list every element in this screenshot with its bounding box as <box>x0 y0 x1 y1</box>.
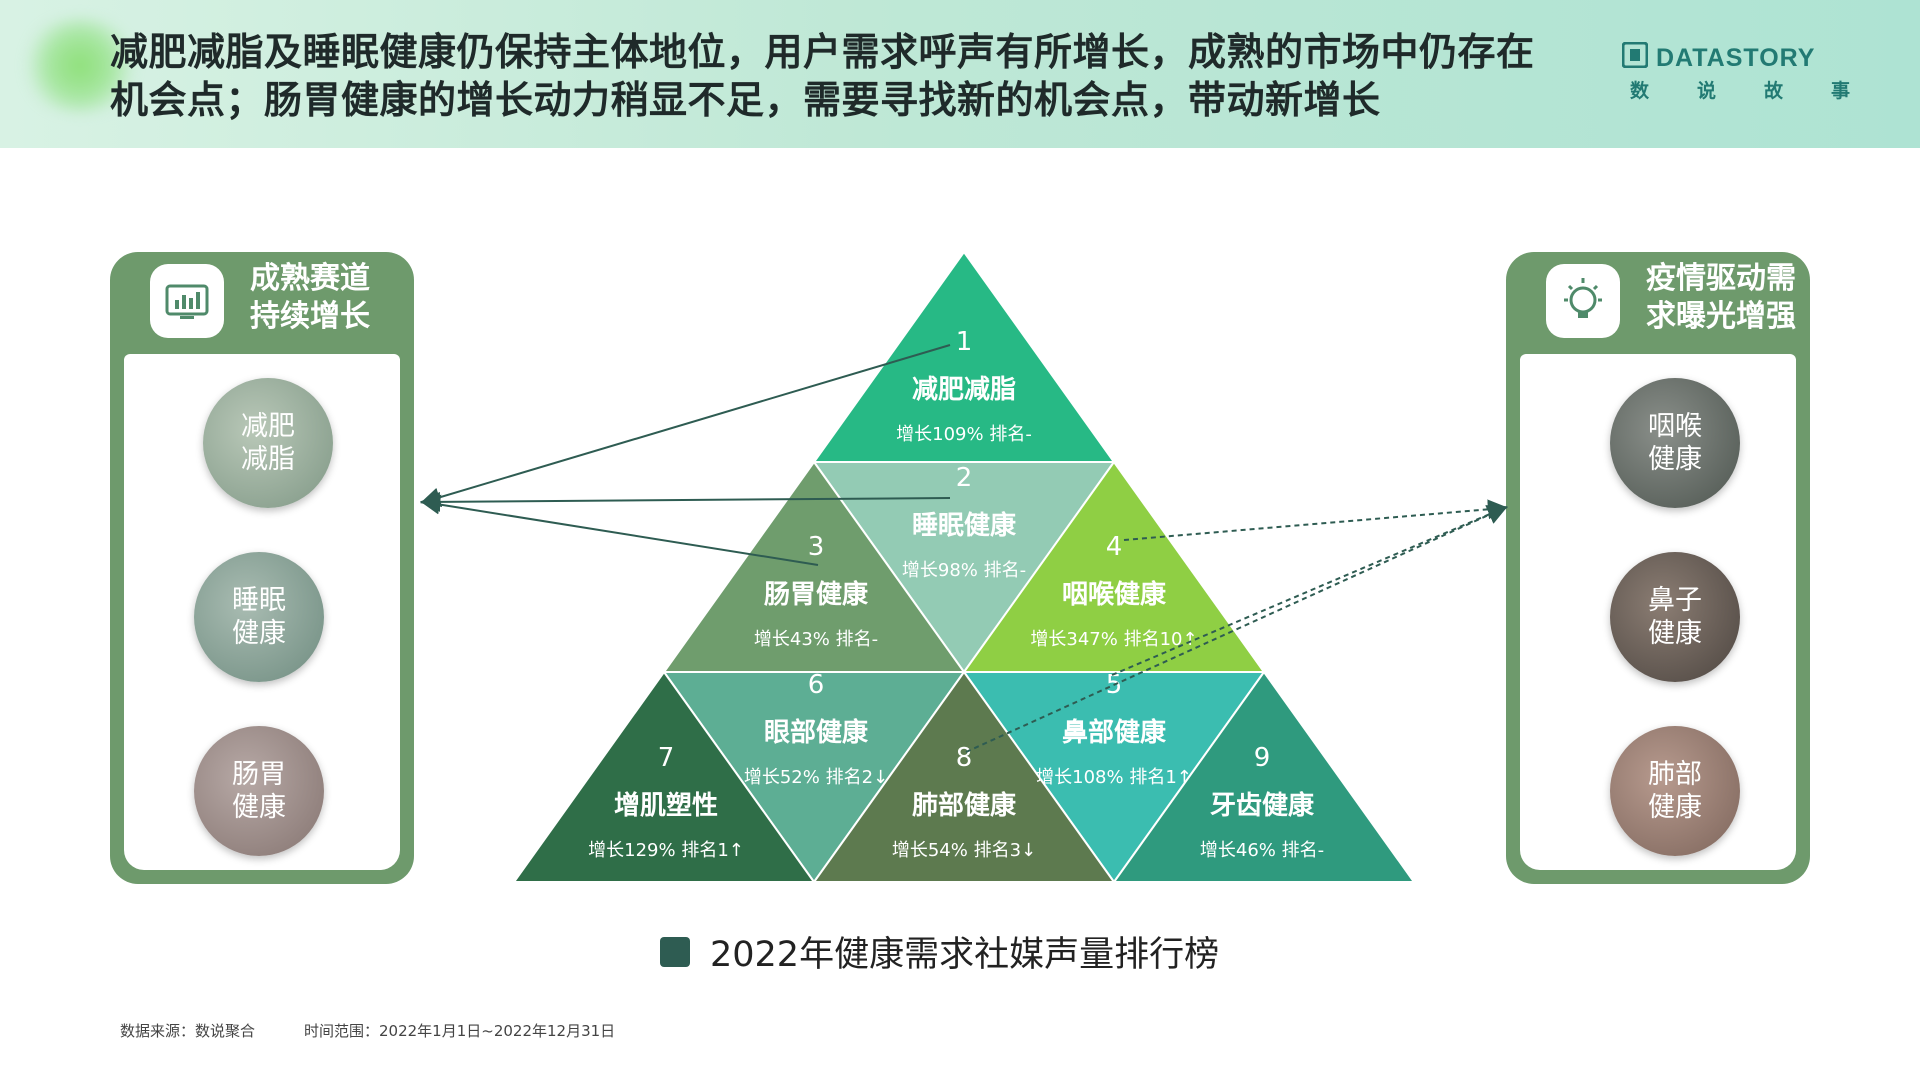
pyramid-name-9: 牙齿健康 <box>1210 790 1315 821</box>
right-panel-title-line1: 疫情驱动需 <box>1646 261 1796 296</box>
lightbulb-icon <box>1546 264 1620 338</box>
pyramid-name-7: 增肌塑性 <box>614 790 718 821</box>
topic-label: 减肥减脂 <box>241 411 295 475</box>
topic-label: 肠胃健康 <box>232 759 286 823</box>
legend-swatch <box>660 936 690 967</box>
page-title: 减肥减脂及睡眠健康仍保持主体地位，用户需求呼声有所增长，成熟的市场中仍存在机会点… <box>110 30 1535 122</box>
left-panel-body: 减肥减脂 睡眠健康 肠胃健康 <box>124 354 400 870</box>
topic-label: 咽喉健康 <box>1648 411 1702 475</box>
pyramid-name-4: 咽喉健康 <box>1062 579 1167 610</box>
pyramid-stat-3: 增长43% 排名- <box>754 629 878 650</box>
topic-circle-throat: 咽喉健康 <box>1610 378 1740 508</box>
pyramid-name-1: 减肥减脂 <box>912 375 1016 405</box>
left-panel-mature-track: 成熟赛道 持续增长 减肥减脂 睡眠健康 肠胃健康 <box>110 252 414 884</box>
pyramid-stat-8: 增长54% 排名3↓ <box>892 840 1036 861</box>
pyramid-segment-8 <box>812 670 1116 883</box>
pyramid-name-3: 肠胃健康 <box>764 579 869 610</box>
pyramid-rank-8: 8 <box>956 743 973 773</box>
topic-circle-gut: 肠胃健康 <box>194 726 324 856</box>
left-panel-title-line1: 成熟赛道 <box>250 261 370 296</box>
logo-subtitle: 数 说 故 事 <box>1630 76 1850 103</box>
right-panel-title: 疫情驱动需 求曝光增强 <box>1646 260 1806 336</box>
pyramid-stat-4: 增长347% 排名10↑ <box>1030 629 1197 650</box>
pyramid-name-5: 鼻部健康 <box>1062 717 1167 748</box>
arrow-weight-loss-to-left <box>420 344 951 508</box>
pyramid-rank-2: 2 <box>956 463 973 493</box>
topic-circle-weight-loss: 减肥减脂 <box>203 378 333 508</box>
header-banner: 减肥减脂及睡眠健康仍保持主体地位，用户需求呼声有所增长，成熟的市场中仍存在机会点… <box>0 0 1920 148</box>
topic-circle-nose: 鼻子健康 <box>1610 552 1740 682</box>
logo-wordmark: DATASTORY <box>1656 44 1816 72</box>
pyramid-rank-1: 1 <box>956 327 973 357</box>
arrow-gut-to-left <box>420 494 819 566</box>
right-panel-body: 咽喉健康 鼻子健康 肺部健康 <box>1520 354 1796 870</box>
header-decoration <box>20 18 140 113</box>
pyramid-name-6: 眼部健康 <box>764 717 869 748</box>
topic-label: 肺部健康 <box>1648 759 1702 823</box>
logo-sub-char: 故 <box>1763 80 1783 102</box>
pyramid-name-2: 睡眠健康 <box>912 510 1017 541</box>
pyramid-stat-2: 增长98% 排名- <box>902 560 1026 581</box>
arrow-sleep-to-left <box>420 491 951 512</box>
right-panel-epidemic-driven: 疫情驱动需 求曝光增强 咽喉健康 鼻子健康 肺部健康 <box>1506 252 1810 884</box>
chart-monitor-icon <box>150 264 224 338</box>
pyramid-name-8: 肺部健康 <box>912 790 1017 821</box>
left-panel-title-line2: 持续增长 <box>250 299 370 334</box>
legend: 2022年健康需求社媒声量排行榜 <box>660 926 1219 977</box>
arrow-throat-to-right <box>1123 499 1508 541</box>
topic-label: 睡眠健康 <box>232 585 286 649</box>
footer-source: 数据来源：数说聚合 <box>120 1022 256 1040</box>
pyramid-rank-3: 3 <box>808 532 825 562</box>
pyramid-stat-5: 增长108% 排名1↑ <box>1036 767 1192 788</box>
arrow-nose-to-right <box>1111 505 1508 676</box>
logo-sub-char: 数 <box>1630 80 1650 102</box>
logo-sub-char: 说 <box>1696 80 1716 102</box>
pyramid-segment-7 <box>512 670 816 883</box>
footer-time-range: 时间范围：2022年1月1日~2022年12月31日 <box>304 1022 616 1040</box>
datastory-logo: DATASTORY 数 说 故 事 <box>1622 38 1852 108</box>
pyramid-rank-7: 7 <box>658 743 675 773</box>
logo-sub-char: 事 <box>1830 80 1850 102</box>
left-panel-title: 成熟赛道 持续增长 <box>250 260 410 336</box>
pyramid-stat-9: 增长46% 排名- <box>1200 840 1324 861</box>
logo-mark-icon <box>1622 42 1648 68</box>
pyramid-stat-7: 增长129% 排名1↑ <box>588 840 744 861</box>
topic-circle-lung: 肺部健康 <box>1610 726 1740 856</box>
pyramid-rank-6: 6 <box>808 670 825 700</box>
topic-circle-sleep: 睡眠健康 <box>194 552 324 682</box>
pyramid-stat-1: 增长109% 排名- <box>896 424 1032 445</box>
legend-label: 2022年健康需求社媒声量排行榜 <box>710 935 1220 975</box>
pyramid-rank-4: 4 <box>1106 532 1123 562</box>
pyramid-rank-9: 9 <box>1254 743 1271 773</box>
right-panel-title-line2: 求曝光增强 <box>1646 299 1796 334</box>
topic-label: 鼻子健康 <box>1648 585 1702 649</box>
pyramid-segment-9 <box>1112 670 1416 883</box>
pyramid-stat-6: 增长52% 排名2↓ <box>744 767 888 788</box>
